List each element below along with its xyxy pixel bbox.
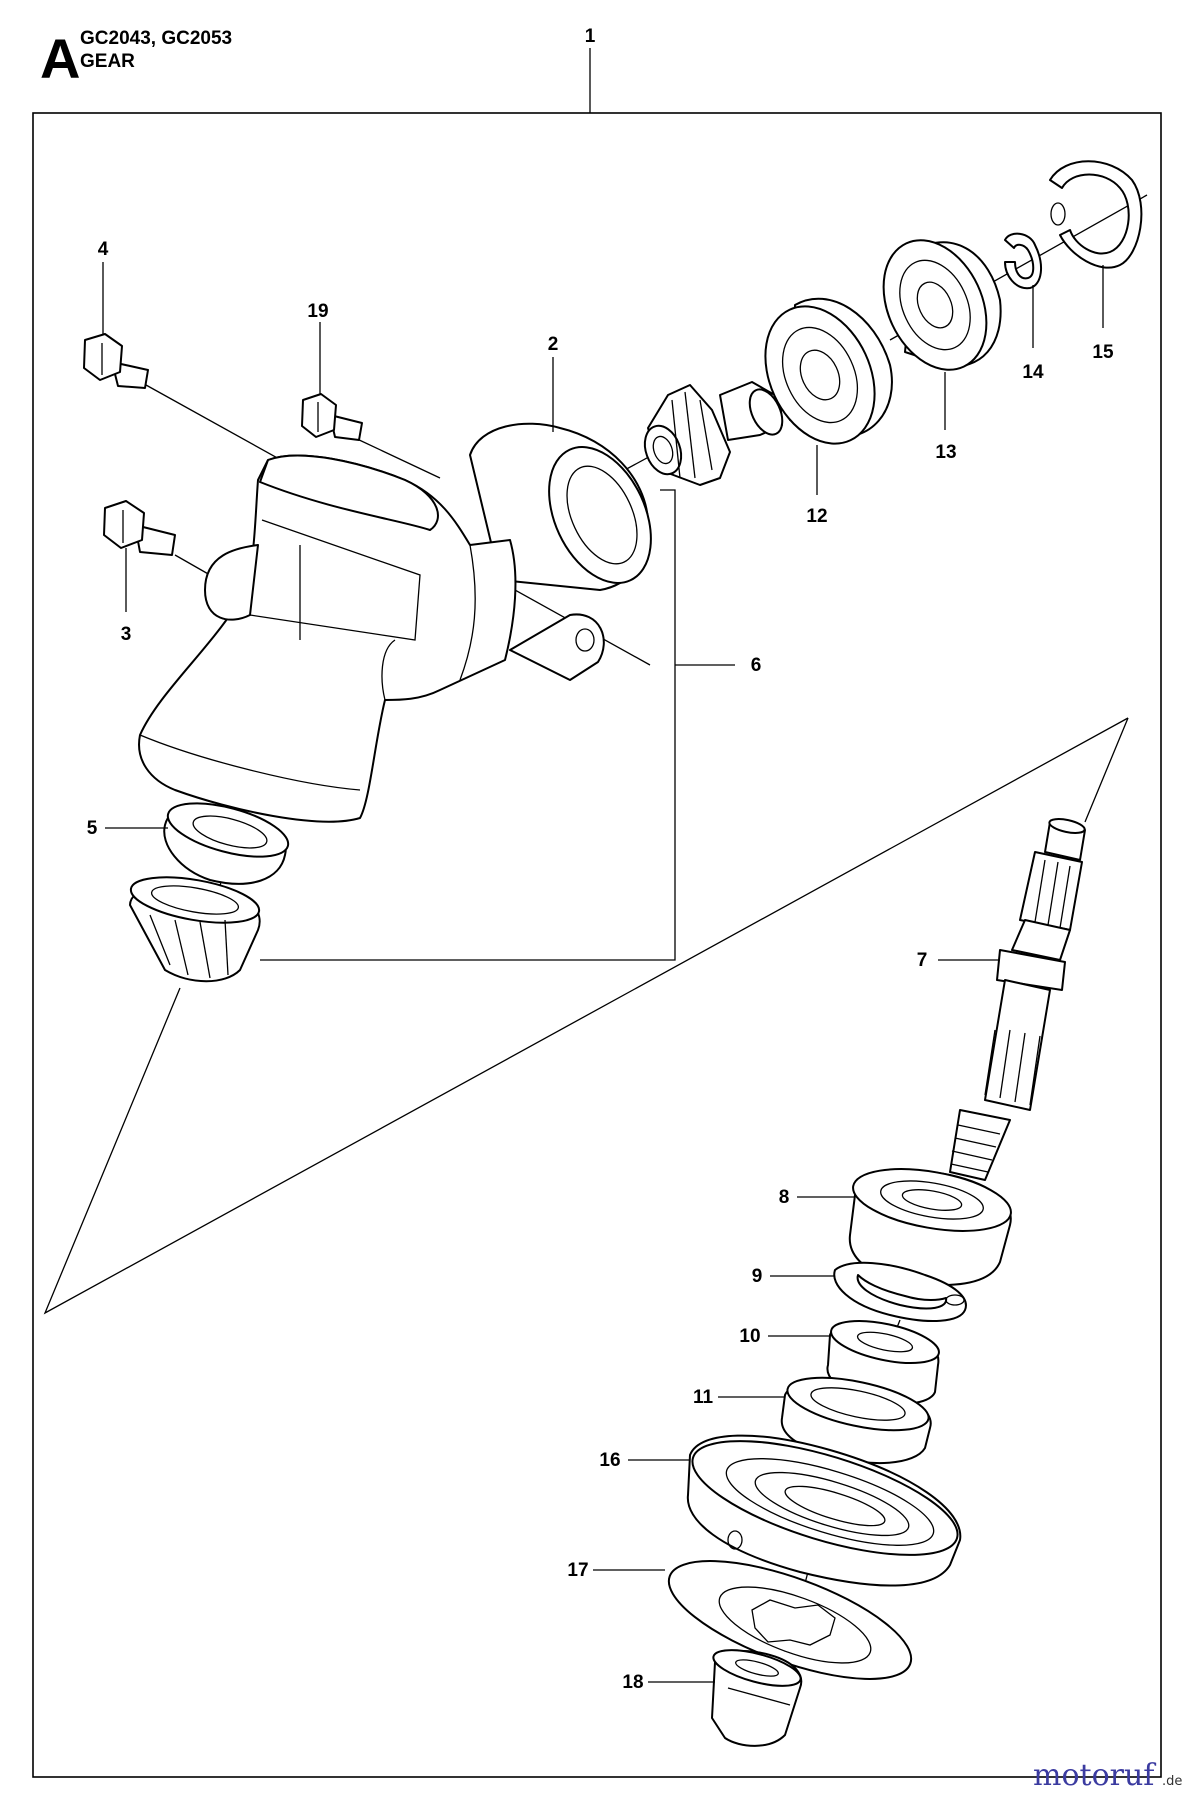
- watermark-suffix: .de: [1162, 1774, 1182, 1789]
- drive-shaft-7: [949, 818, 1086, 1181]
- callout-8: 8: [779, 1187, 790, 1208]
- callout-4: 4: [98, 239, 109, 260]
- bolt-19: [301, 393, 363, 441]
- callout-12: 12: [806, 506, 827, 527]
- callout-16: 16: [599, 1450, 620, 1471]
- callout-5: 5: [87, 818, 98, 839]
- callout-17: 17: [567, 1560, 588, 1581]
- gear-housing-2: [138, 422, 652, 823]
- watermark: motoruf .de: [1033, 1758, 1182, 1793]
- callout-11: 11: [693, 1387, 714, 1408]
- callout-19: 19: [307, 301, 328, 322]
- bolt-4: [83, 333, 149, 389]
- callout-9: 9: [752, 1266, 763, 1287]
- callout-3: 3: [121, 624, 132, 645]
- drive-disc-17: [667, 1560, 913, 1680]
- callout-7: 7: [917, 950, 928, 971]
- bolt19-axis: [354, 437, 441, 479]
- bolt3-axis: [174, 554, 211, 576]
- ball-bearing-13: [882, 239, 1002, 371]
- assembly-frame: [32, 112, 1162, 1778]
- callout-10: 10: [739, 1326, 760, 1347]
- pinion-shaft: [719, 381, 784, 441]
- circlip-14: [1004, 232, 1042, 290]
- bevel-gear-upper-6: [643, 384, 731, 486]
- nut-18: [711, 1649, 803, 1747]
- model-numbers: GC2043, GC2053: [80, 28, 232, 49]
- support-cup-16: [686, 1434, 962, 1587]
- watermark-brand: motoruf: [1033, 1758, 1156, 1793]
- diagram-title: GEAR: [80, 51, 135, 72]
- callout-2: 2: [548, 334, 559, 355]
- callout-18: 18: [622, 1672, 643, 1693]
- callout-1: 1: [585, 26, 596, 47]
- leader-bracket-6: [260, 489, 676, 961]
- bearing-8: [848, 1168, 1012, 1286]
- diagram-header: A GC2043, GC2053 GEAR: [40, 27, 232, 90]
- bevel-gear-lower-6: [129, 876, 261, 983]
- shaft-axis-top: [1084, 717, 1129, 823]
- bolt-3: [103, 500, 176, 556]
- ball-bearing-12: [764, 297, 893, 445]
- section-letter: A: [40, 27, 80, 90]
- bearing-5: [163, 802, 290, 885]
- callout-6: 6: [751, 655, 762, 676]
- callout-14: 14: [1022, 362, 1044, 383]
- retaining-ring-15: [1049, 160, 1143, 269]
- group-bracket-line: [43, 717, 1129, 1315]
- callout-15: 15: [1092, 342, 1114, 363]
- callout-13: 13: [935, 442, 956, 463]
- circlip-9: [833, 1261, 967, 1323]
